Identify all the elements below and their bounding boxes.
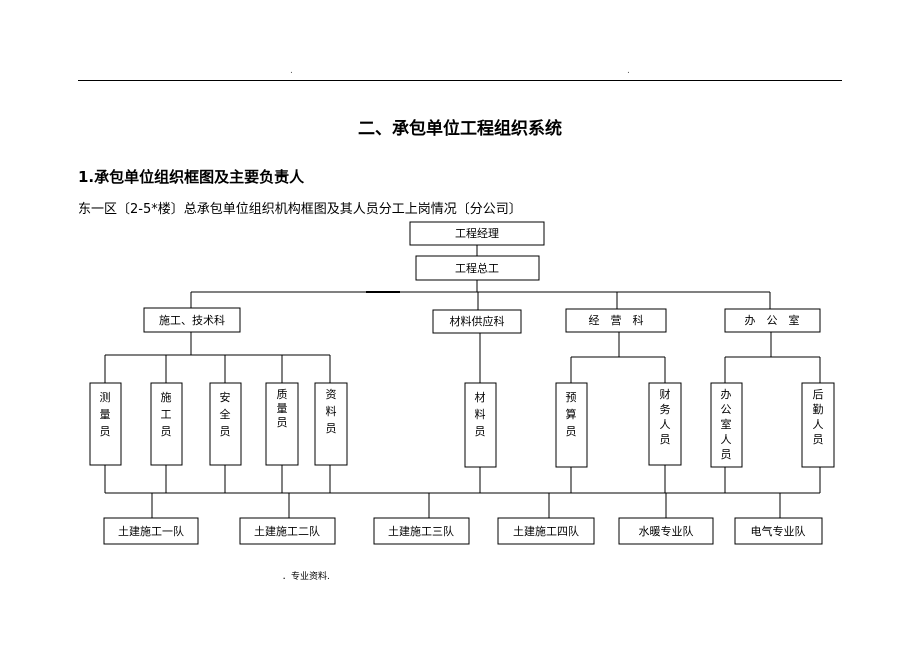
header-dot-left: . bbox=[290, 66, 293, 76]
staff-box-construction bbox=[150, 382, 183, 466]
team-label-6: 电气专业队 bbox=[751, 524, 806, 538]
staff-label-finance: 财务人员 bbox=[660, 387, 671, 446]
team-label-5: 水暖专业队 bbox=[639, 524, 694, 538]
team-label-1: 土建施工一队 bbox=[118, 524, 184, 538]
staff-box-documents bbox=[314, 382, 348, 466]
team-box-3 bbox=[373, 517, 470, 545]
dept-box-tech bbox=[143, 307, 241, 333]
team-box-4 bbox=[497, 517, 595, 545]
staff-label-survey: 测量员 bbox=[100, 391, 111, 438]
subsection-title: 1.承包单位组织框图及主要负责人 bbox=[78, 168, 305, 186]
header-rule bbox=[78, 80, 842, 81]
dept-box-business bbox=[565, 308, 667, 333]
dept-label-office: 办 公 室 bbox=[745, 313, 800, 327]
footer-note: ．专业资料. bbox=[282, 572, 330, 582]
staff-label-documents: 资料员 bbox=[326, 388, 337, 435]
manager-label: 工程经理 bbox=[455, 227, 499, 240]
team-label-2: 土建施工二队 bbox=[254, 524, 320, 538]
team-box-1 bbox=[103, 517, 199, 545]
org-chart-caption: 东一区〔2-5*楼〕总承包单位组织机构框图及其人员分工上岗情况〔分公司〕 bbox=[78, 202, 522, 217]
staff-box-materials bbox=[464, 382, 497, 468]
dept-label-supply: 材料供应科 bbox=[450, 314, 505, 328]
staff-box-survey bbox=[89, 382, 122, 466]
staff-box-quality bbox=[265, 382, 299, 466]
team-label-3: 土建施工三队 bbox=[388, 524, 454, 538]
manager-box bbox=[409, 221, 545, 246]
staff-label-budget: 预算员 bbox=[566, 391, 577, 438]
dept-box-office bbox=[724, 308, 821, 333]
dept-label-tech: 施工、技术科 bbox=[159, 313, 225, 327]
staff-label-construction: 施工员 bbox=[161, 391, 172, 438]
staff-label-logistics: 后勤人员 bbox=[813, 388, 824, 446]
staff-label-safety: 安全员 bbox=[220, 390, 231, 438]
staff-box-safety bbox=[209, 382, 242, 466]
staff-label-materials: 材料员 bbox=[475, 390, 486, 438]
dept-box-supply bbox=[432, 309, 522, 334]
team-box-2 bbox=[239, 517, 336, 545]
section-title: 二、承包单位工程组织系统 bbox=[358, 119, 562, 139]
dept-label-business: 经 营 科 bbox=[589, 313, 644, 327]
header-dot-right: . bbox=[627, 66, 630, 76]
team-box-6 bbox=[734, 517, 823, 545]
staff-label-office-staff: 办公室人员 bbox=[721, 388, 732, 461]
chief-engineer-box bbox=[415, 255, 540, 281]
staff-box-finance bbox=[648, 382, 682, 466]
team-label-4: 土建施工四队 bbox=[513, 524, 579, 538]
staff-label-quality: 质量员 bbox=[277, 388, 288, 429]
staff-box-logistics bbox=[801, 382, 835, 468]
staff-box-budget bbox=[555, 382, 588, 468]
chief-engineer-label: 工程总工 bbox=[455, 261, 499, 275]
staff-box-office-staff bbox=[710, 382, 743, 468]
team-box-5 bbox=[618, 517, 714, 545]
